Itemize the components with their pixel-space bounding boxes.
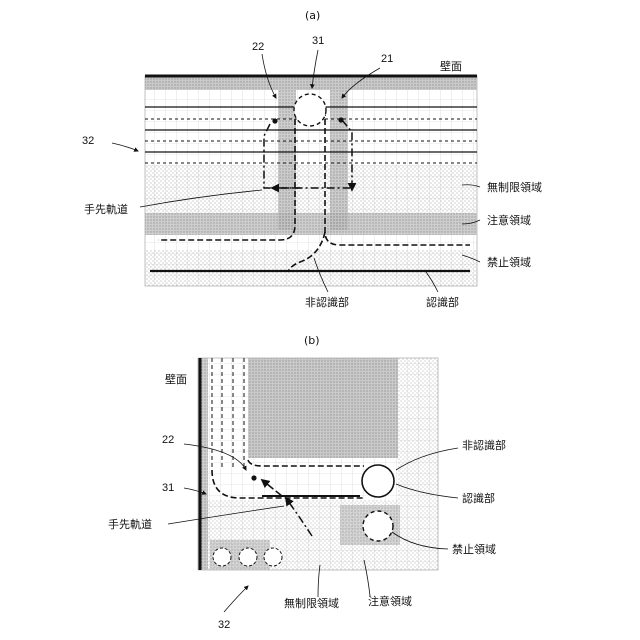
label-b-non-recognition: 非認識部 <box>462 438 506 452</box>
label-b-31: 31 <box>162 482 174 494</box>
label-a-22: 22 <box>252 41 264 53</box>
label-a-caution: 注意領域 <box>487 213 531 227</box>
label-b-wall: 壁面 <box>165 372 187 386</box>
label-b-22: 22 <box>162 434 174 446</box>
figure-b-area <box>168 358 458 612</box>
caption-a: (a) <box>305 9 320 22</box>
caption-b: (b) <box>304 334 320 347</box>
label-b-recognition: 認識部 <box>462 491 495 505</box>
label-a-non-recognition: 非認識部 <box>305 295 349 309</box>
label-b-32: 32 <box>218 619 230 631</box>
label-a-hand-trajectory: 手先軌道 <box>84 202 128 216</box>
label-a-31: 31 <box>312 35 324 47</box>
label-b-caution: 注意領域 <box>368 594 412 608</box>
label-a-recognition: 認識部 <box>426 295 459 309</box>
label-b-hand-trajectory: 手先軌道 <box>108 517 152 531</box>
label-a-wall: 壁面 <box>440 59 462 73</box>
label-b-unrestricted: 無制限領域 <box>284 596 339 610</box>
label-a-unrestricted: 無制限領域 <box>487 180 542 194</box>
label-a-prohibited: 禁止領域 <box>487 255 531 269</box>
label-a-32: 32 <box>82 135 94 147</box>
label-b-prohibited: 禁止領域 <box>452 542 496 556</box>
figure-a-area <box>112 50 480 292</box>
label-a-21: 21 <box>381 53 393 65</box>
